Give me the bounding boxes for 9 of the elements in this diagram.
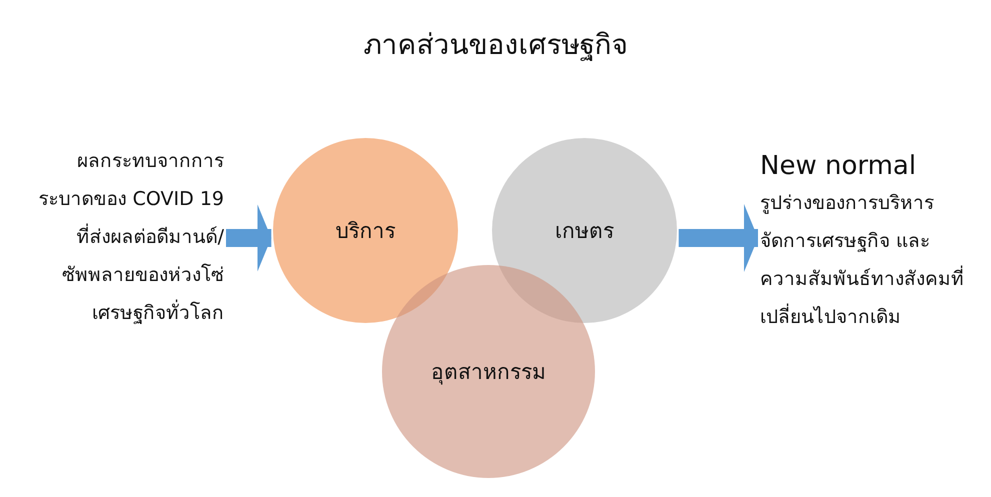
- block-arrow: [678, 204, 758, 272]
- circle-label: เกษตร: [555, 218, 614, 245]
- circle-label: อุตสาหกรรม: [431, 359, 546, 387]
- block-arrow: [226, 204, 272, 272]
- paragraph: รูปร่างของการบริหารจัดการเศรษฐกิจ และความสัมพันธ์ทางสังคมที่เปลี่ยนไปจากเดิม: [760, 191, 965, 330]
- diagram-title: ภาคส่วนของเศรษฐกิจ: [362, 27, 628, 63]
- circle-label: บริการ: [336, 218, 396, 245]
- heading: New normal: [760, 150, 918, 183]
- paragraph: ผลกระทบจากการระบาดของ COVID 19 ที่ส่งผลต่อดีมานด์/ซัพพลายของห่วงโซ่เศรษฐกิจทั่วโลก: [38, 149, 224, 326]
